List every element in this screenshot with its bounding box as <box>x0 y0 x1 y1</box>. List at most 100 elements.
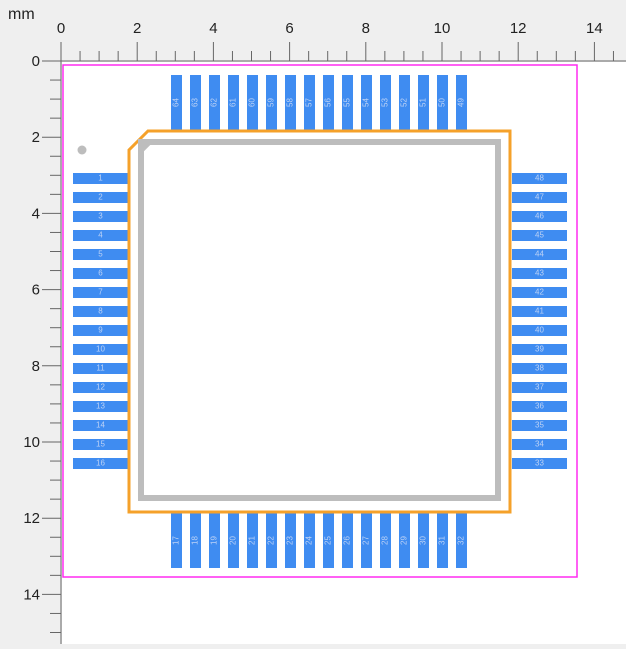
body-corner-chamfer <box>138 139 152 153</box>
pad-label: 28 <box>381 536 390 545</box>
pad-label: 43 <box>535 269 544 278</box>
pad-label: 8 <box>98 307 103 316</box>
top-ruler-label: 12 <box>510 20 527 37</box>
pad-label: 46 <box>535 212 544 221</box>
pad-right[interactable] <box>512 325 567 336</box>
left-ruler-label: 2 <box>32 129 40 146</box>
pad-top[interactable] <box>361 75 372 130</box>
pad-bottom[interactable] <box>342 513 353 568</box>
pad-label: 61 <box>229 98 238 107</box>
pad-right[interactable] <box>512 230 567 241</box>
pad-right[interactable] <box>512 458 567 469</box>
pad-label: 6 <box>98 269 103 278</box>
pad-bottom[interactable] <box>304 513 315 568</box>
pad-label: 41 <box>535 307 544 316</box>
package-body-outline <box>138 139 501 501</box>
pad-label: 52 <box>400 98 409 107</box>
pad-label: 4 <box>98 231 103 240</box>
unit-label: mm <box>8 6 35 23</box>
pad-right[interactable] <box>512 401 567 412</box>
pad-label: 56 <box>324 98 333 107</box>
pad-label: 55 <box>343 98 352 107</box>
pad-top[interactable] <box>266 75 277 130</box>
pad-left[interactable] <box>73 325 128 336</box>
pad-bottom[interactable] <box>323 513 334 568</box>
pad-right[interactable] <box>512 420 567 431</box>
pad-label: 29 <box>400 536 409 545</box>
pad-top[interactable] <box>418 75 429 130</box>
pad-right[interactable] <box>512 344 567 355</box>
pad-top[interactable] <box>304 75 315 130</box>
pad-top[interactable] <box>342 75 353 130</box>
pad-left[interactable] <box>73 458 128 469</box>
pad-right[interactable] <box>512 287 567 298</box>
pad-right[interactable] <box>512 211 567 222</box>
pad-label: 18 <box>191 536 200 545</box>
pad-right[interactable] <box>512 249 567 260</box>
left-ruler-label: 8 <box>32 358 40 375</box>
pad-label: 7 <box>98 288 103 297</box>
pad-top[interactable] <box>209 75 220 130</box>
pad-right[interactable] <box>512 268 567 279</box>
pad-label: 44 <box>535 250 544 259</box>
pad-bottom[interactable] <box>437 513 448 568</box>
pad-top[interactable] <box>285 75 296 130</box>
pad-right[interactable] <box>512 192 567 203</box>
pad-bottom[interactable] <box>285 513 296 568</box>
top-ruler-label: 8 <box>362 20 370 37</box>
pad-right[interactable] <box>512 173 567 184</box>
pad-label: 2 <box>98 193 103 202</box>
pad-top[interactable] <box>171 75 182 130</box>
pad-label: 37 <box>535 383 544 392</box>
pad-bottom[interactable] <box>399 513 410 568</box>
pad-bottom[interactable] <box>228 513 239 568</box>
pad-left[interactable] <box>73 173 128 184</box>
pad-top[interactable] <box>323 75 334 130</box>
pad-right[interactable] <box>512 382 567 393</box>
pad-right[interactable] <box>512 306 567 317</box>
pad-label: 5 <box>98 250 103 259</box>
pad-bottom[interactable] <box>456 513 467 568</box>
pad-bottom[interactable] <box>190 513 201 568</box>
pad-bottom[interactable] <box>380 513 391 568</box>
pad-top[interactable] <box>380 75 391 130</box>
top-ruler-label: 2 <box>133 20 141 37</box>
pad-right[interactable] <box>512 439 567 450</box>
pad-left[interactable] <box>73 192 128 203</box>
pads-group: 1234567891011121314151648474645444342414… <box>73 75 567 568</box>
pad-bottom[interactable] <box>247 513 258 568</box>
pad-label: 23 <box>286 536 295 545</box>
pad-bottom[interactable] <box>266 513 277 568</box>
pad-left[interactable] <box>73 344 128 355</box>
left-ruler-label: 10 <box>23 434 40 451</box>
pad-left[interactable] <box>73 249 128 260</box>
pad-left[interactable] <box>73 439 128 450</box>
pad-bottom[interactable] <box>209 513 220 568</box>
pad-left[interactable] <box>73 382 128 393</box>
left-ruler-label: 0 <box>32 53 40 70</box>
pad-label: 24 <box>305 536 314 545</box>
pad-left[interactable] <box>73 306 128 317</box>
pad-top[interactable] <box>228 75 239 130</box>
pad-top[interactable] <box>437 75 448 130</box>
pad-left[interactable] <box>73 230 128 241</box>
pad-label: 60 <box>248 98 257 107</box>
pad-left[interactable] <box>73 401 128 412</box>
pad-top[interactable] <box>190 75 201 130</box>
pad-left[interactable] <box>73 363 128 374</box>
pad-top[interactable] <box>456 75 467 130</box>
pad-left[interactable] <box>73 268 128 279</box>
pad-bottom[interactable] <box>418 513 429 568</box>
pad-left[interactable] <box>73 287 128 298</box>
pad-label: 57 <box>305 98 314 107</box>
pad-left[interactable] <box>73 420 128 431</box>
pad-label: 38 <box>535 364 544 373</box>
pad-bottom[interactable] <box>361 513 372 568</box>
pad-top[interactable] <box>399 75 410 130</box>
pad-right[interactable] <box>512 363 567 374</box>
courtyard-outline <box>62 64 578 578</box>
pad-bottom[interactable] <box>171 513 182 568</box>
pad-top[interactable] <box>247 75 258 130</box>
pad-left[interactable] <box>73 211 128 222</box>
